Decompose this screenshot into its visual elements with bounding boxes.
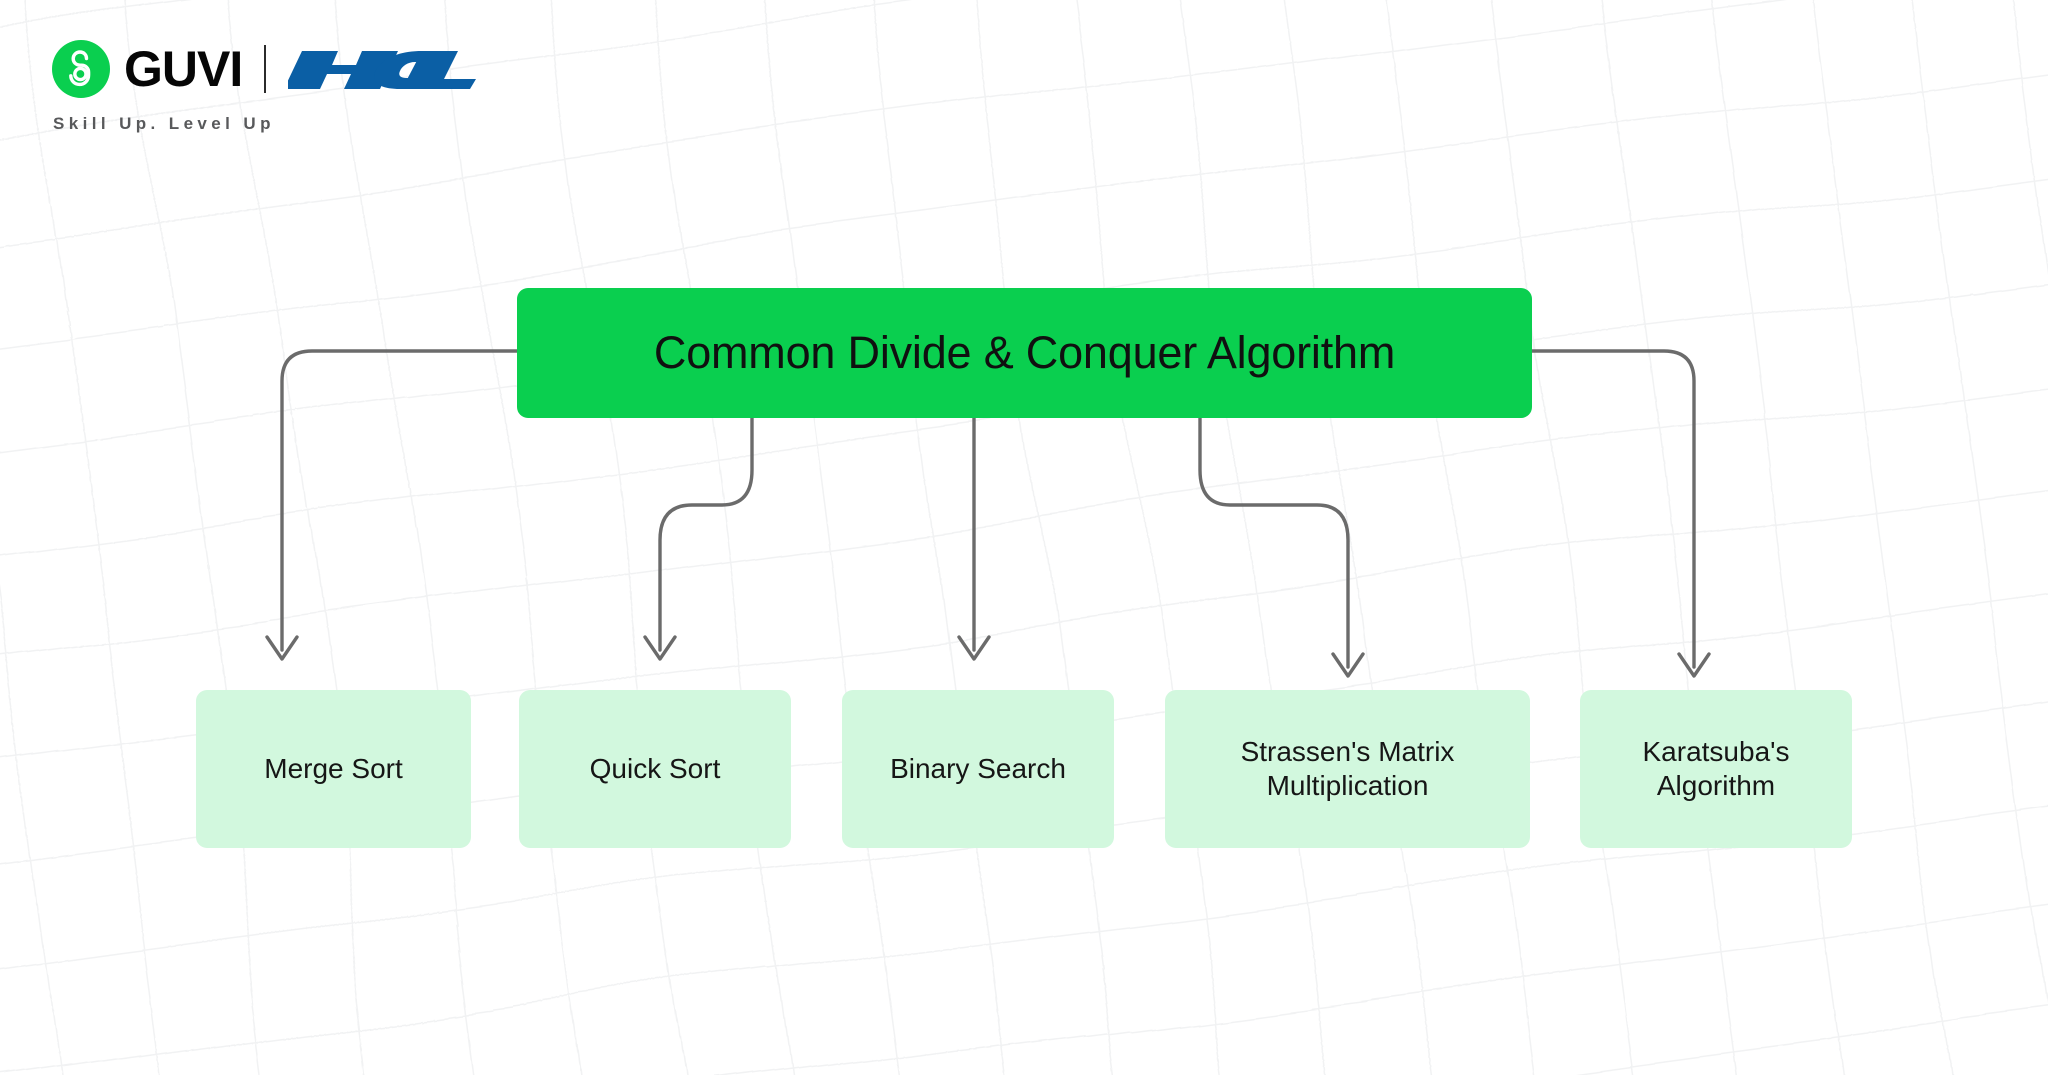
connector-karatsuba: [1530, 349, 1696, 669]
leaf-node-label: Strassen's Matrix Multiplication: [1233, 735, 1463, 803]
arrowhead-quick-sort: [643, 635, 677, 661]
arrowhead-karatsuba: [1677, 652, 1711, 678]
connector-quick-sort: [658, 416, 754, 652]
leaf-node-label: Quick Sort: [589, 752, 721, 784]
connector-strassen: [1198, 416, 1350, 669]
leaf-node-binary-search[interactable]: Binary Search: [842, 690, 1114, 848]
root-node-label: Common Divide & Conquer Algorithm: [653, 327, 1396, 378]
leaf-node-label-line2: Multiplication: [1266, 770, 1429, 801]
arrowhead-binary-search: [957, 635, 991, 661]
hcl-logo: [288, 45, 477, 93]
leaf-node-label: Karatsuba's Algorithm: [1635, 735, 1798, 803]
leaf-node-label-line2: Algorithm: [1656, 770, 1776, 801]
root-node[interactable]: Common Divide & Conquer Algorithm: [517, 288, 1532, 418]
logo-divider: [264, 45, 267, 93]
arrowhead-merge-sort: [265, 635, 299, 661]
logo-row: GUVI: [52, 38, 477, 100]
leaf-node-label: Merge Sort: [264, 752, 403, 784]
arrowhead-strassen: [1331, 652, 1365, 678]
leaf-node-merge-sort[interactable]: Merge Sort: [196, 690, 471, 848]
leaf-node-strassen-matrix-multiplication[interactable]: Strassen's Matrix Multiplication: [1165, 690, 1530, 848]
connector-merge-sort: [280, 349, 519, 652]
leaf-node-karatsuba-algorithm[interactable]: Karatsuba's Algorithm: [1580, 690, 1852, 848]
leaf-node-label-line1: Strassen's Matrix: [1240, 735, 1455, 767]
guvi-wordmark: GUVI: [124, 41, 243, 97]
leaf-node-label-line1: Karatsuba's: [1642, 735, 1790, 767]
guvi-tagline: Skill Up. Level Up: [53, 114, 275, 133]
brand-logo-bar: GUVI Skill Up. Level Up: [52, 38, 477, 134]
leaf-node-label: Binary Search: [890, 752, 1066, 784]
guvi-logo-icon: [52, 40, 110, 98]
leaf-node-quick-sort[interactable]: Quick Sort: [519, 690, 791, 848]
